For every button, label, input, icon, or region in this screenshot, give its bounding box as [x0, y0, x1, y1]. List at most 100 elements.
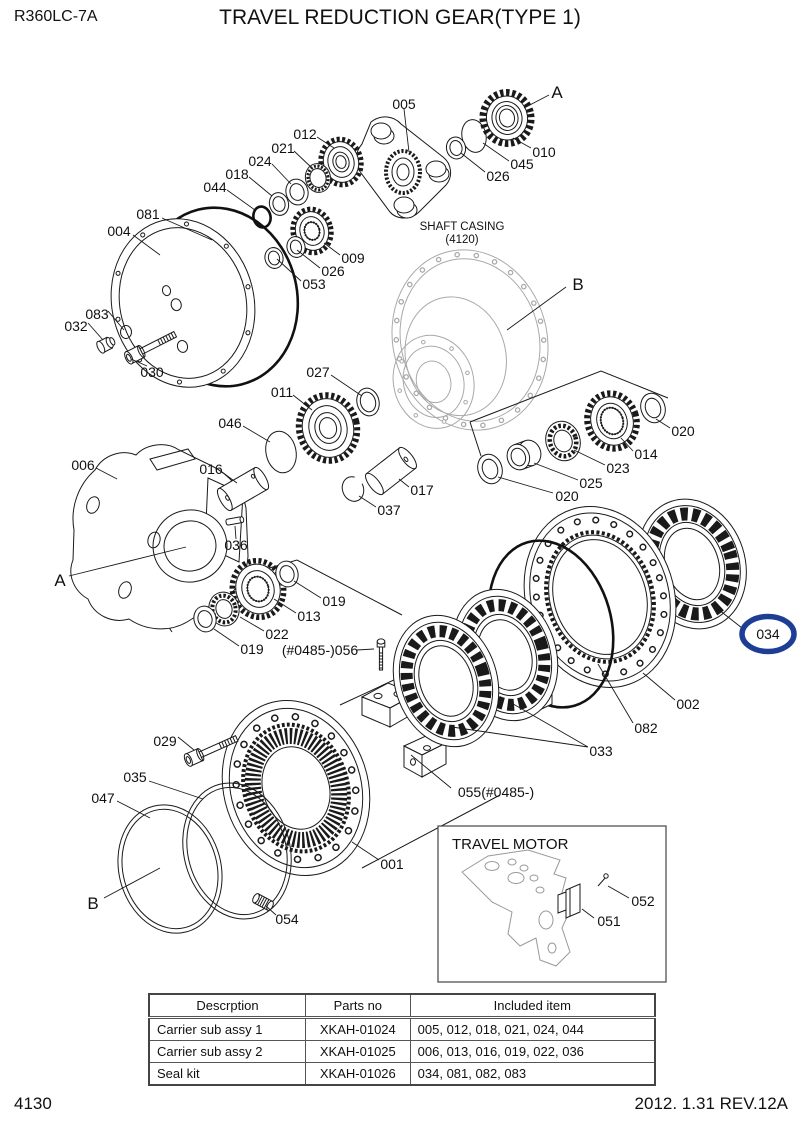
callout-009: 009 [341, 250, 365, 266]
callout-026-2: 026 [321, 263, 345, 279]
ring-gear-housing-001 [221, 699, 371, 877]
callout-011: 011 [271, 384, 294, 400]
callout-051: 051 [597, 913, 621, 929]
washer-026-top [445, 136, 467, 160]
callout-010: 010 [532, 144, 556, 160]
callout-018: 018 [225, 166, 249, 182]
washer-018 [268, 192, 290, 216]
callout-020-2: 020 [555, 488, 579, 504]
callout-035: 035 [123, 769, 147, 785]
cell-description: Seal kit [148, 1062, 306, 1086]
bolt-056 [376, 638, 386, 671]
callout-a: A [551, 83, 563, 102]
bearing-033-front [392, 614, 500, 748]
callout-013: 013 [297, 608, 321, 624]
callout-032: 032 [64, 318, 88, 334]
callout-layer: 005A012021024018044010045026081004009026… [54, 83, 797, 929]
ring-035 [182, 782, 292, 920]
travel-motor-title: TRAVEL MOTOR [452, 836, 569, 853]
callout-034: 034 [756, 626, 780, 642]
carrier-plate-005 [355, 116, 451, 219]
travel-motor-inset: TRAVEL MOTOR [437, 825, 667, 983]
table-header-0: Descrption [148, 993, 306, 1019]
callout-017: 017 [410, 482, 434, 498]
callout-033: 033 [589, 743, 613, 759]
table-header-2: Included item [409, 993, 656, 1019]
cell-description: Carrier sub assy 2 [148, 1040, 306, 1063]
cell-included-item: 005, 012, 018, 021, 024, 044 [409, 1017, 656, 1041]
cell-included-item: 034, 081, 082, 083 [409, 1062, 656, 1086]
callout-006: 006 [71, 457, 95, 473]
o-ring-083 [120, 325, 132, 339]
callout-016: 016 [199, 461, 223, 477]
bearing-021 [304, 163, 332, 193]
callout-046: 046 [218, 415, 242, 431]
callout-047: 047 [91, 790, 115, 806]
gear-011 [295, 392, 361, 464]
o-ring-045 [461, 119, 487, 153]
ring-044 [252, 205, 272, 229]
callout-024: 024 [248, 153, 272, 169]
callout-055-0485: 055(#0485-) [458, 784, 534, 800]
cell-description: Carrier sub assy 1 [148, 1017, 306, 1041]
callout-019: 019 [322, 593, 346, 609]
bolt-030 [124, 330, 178, 365]
ring-047 [117, 804, 223, 934]
callout-012: 012 [293, 126, 317, 142]
callout-054: 054 [275, 911, 299, 927]
plug-054 [252, 893, 274, 911]
table-header-1: Parts no [304, 993, 411, 1019]
washer-019-right [275, 560, 299, 588]
gear-009 [290, 206, 334, 256]
callout-045: 045 [510, 156, 534, 172]
callout-005: 005 [392, 96, 416, 112]
pin-052 [597, 873, 609, 887]
callout-023: 023 [606, 460, 630, 476]
washer-019-left [193, 605, 217, 633]
washer-020-right [640, 392, 666, 424]
washer-020-left [477, 453, 503, 485]
highlight-circle-034 [739, 613, 797, 655]
callout-044: 044 [203, 179, 227, 195]
callout-026: 026 [486, 168, 510, 184]
callout-082: 082 [634, 720, 658, 736]
bolt-029 [183, 735, 239, 767]
callout-001: 001 [380, 856, 404, 872]
shaft-017 [365, 446, 417, 496]
o-ring-046 [265, 430, 297, 474]
callout-037: 037 [377, 502, 401, 518]
washer-024 [285, 178, 309, 206]
callout-081: 081 [136, 206, 160, 222]
plug-032 [96, 336, 116, 354]
gear-014 [584, 390, 640, 452]
leader-lines [68, 94, 743, 919]
callout-052: 052 [631, 893, 655, 909]
shaft-casing-label-line1: SHAFT CASING [420, 221, 505, 233]
page-title: TRAVEL REDUCTION GEAR(TYPE 1) [219, 6, 581, 29]
cell-parts-no: XKAH-01026 [304, 1062, 411, 1086]
plate-051 [557, 883, 581, 919]
callout-0485-056: (#0485-)056 [282, 642, 358, 658]
callout-002: 002 [676, 696, 700, 712]
page-number: 4130 [14, 1094, 52, 1113]
callout-083: 083 [85, 306, 109, 322]
callout-053: 053 [302, 276, 326, 292]
carrier-housing-006 [70, 444, 249, 630]
pin-016 [216, 466, 270, 512]
bearing-023 [545, 420, 581, 462]
shaft-casing-drawing: SHAFT CASING (4120) [391, 221, 549, 431]
cell-parts-no: XKAH-01025 [304, 1040, 411, 1063]
bearing-022 [208, 591, 240, 627]
callout-004: 004 [107, 223, 131, 239]
pin-036 [225, 516, 245, 526]
snap-ring-037 [341, 476, 365, 502]
callout-020: 020 [671, 423, 695, 439]
callout-019-2: 019 [240, 641, 264, 657]
callout-022: 022 [265, 626, 289, 642]
